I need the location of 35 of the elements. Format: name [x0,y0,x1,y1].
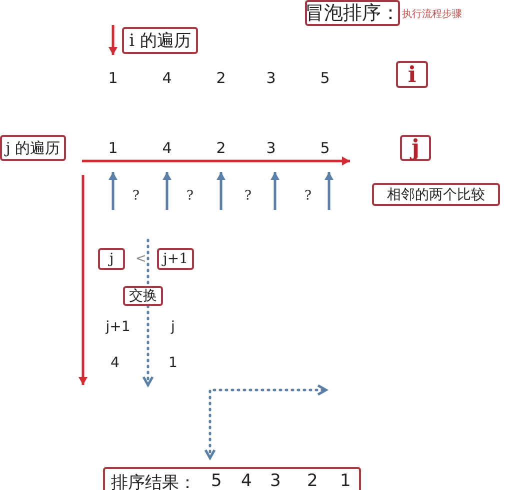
index-label: j [171,319,175,335]
number-label: 2 [216,139,226,157]
result-number: 3 [270,471,281,490]
question-mark: ? [132,188,140,204]
number-label: 4 [110,355,120,371]
number-label: 1 [108,69,118,87]
label-box: i 的遍历 [122,27,198,54]
number-label: 2 [216,69,226,87]
number-label: 1 [108,139,118,157]
note-text: 执行流程步骤 [402,8,462,21]
number-label: 3 [266,139,276,157]
number-label: 5 [320,69,330,87]
question-mark: ? [244,188,252,204]
variable-box: j [400,135,431,161]
result-number: 1 [340,471,351,490]
question-mark: ? [186,188,194,204]
result-box [103,467,361,490]
variable-box: j+1 [157,248,194,270]
result-number: 4 [241,471,252,490]
index-label: j+1 [106,319,130,335]
result-number: 5 [211,471,222,490]
variable-box: i [396,61,428,88]
number-label: 1 [168,355,178,371]
number-label: 5 [320,139,330,157]
number-label: 4 [162,139,172,157]
label-box: 交换 [123,286,163,306]
label-box: 相邻的两个比较 [372,183,500,206]
result-number: 2 [307,471,318,490]
comparison-sign: < [136,252,146,266]
label-box: j 的遍历 [0,135,66,161]
title-box: 冒泡排序： [305,0,400,26]
number-label: 3 [266,69,276,87]
variable-box: j [98,248,125,270]
number-label: 4 [162,69,172,87]
question-mark: ? [304,188,312,204]
